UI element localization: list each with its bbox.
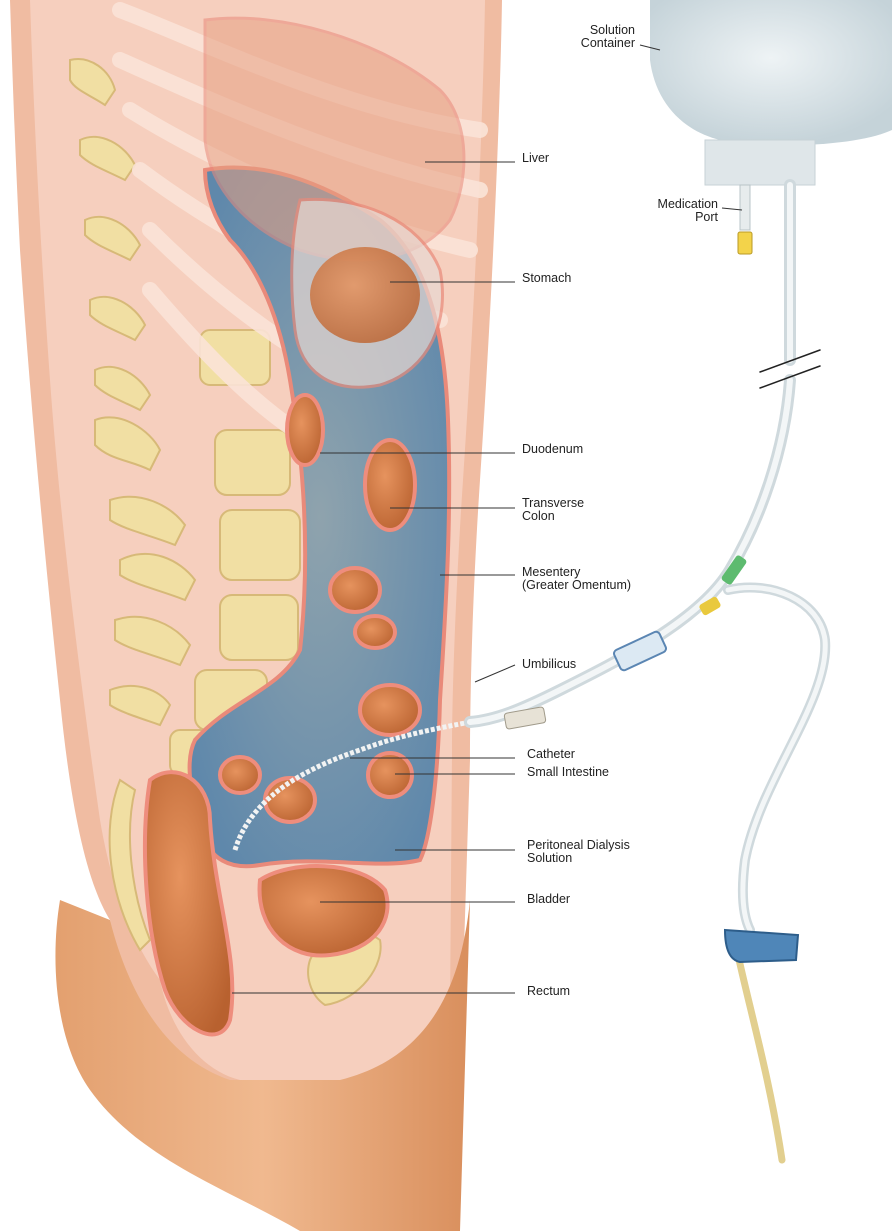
label-small-intestine: Small Intestine [527, 766, 609, 779]
label-stomach: Stomach [522, 272, 571, 285]
tubing [470, 185, 825, 1160]
label-umbilicus: Umbilicus [522, 658, 576, 671]
label-rectum: Rectum [527, 985, 570, 998]
label-catheter: Catheter [527, 748, 575, 761]
label-mesentery: Mesentery(Greater Omentum) [522, 566, 631, 592]
label-duodenum: Duodenum [522, 443, 583, 456]
roller-clamp [725, 930, 798, 962]
label-bladder: Bladder [527, 893, 570, 906]
label-liver: Liver [522, 152, 549, 165]
